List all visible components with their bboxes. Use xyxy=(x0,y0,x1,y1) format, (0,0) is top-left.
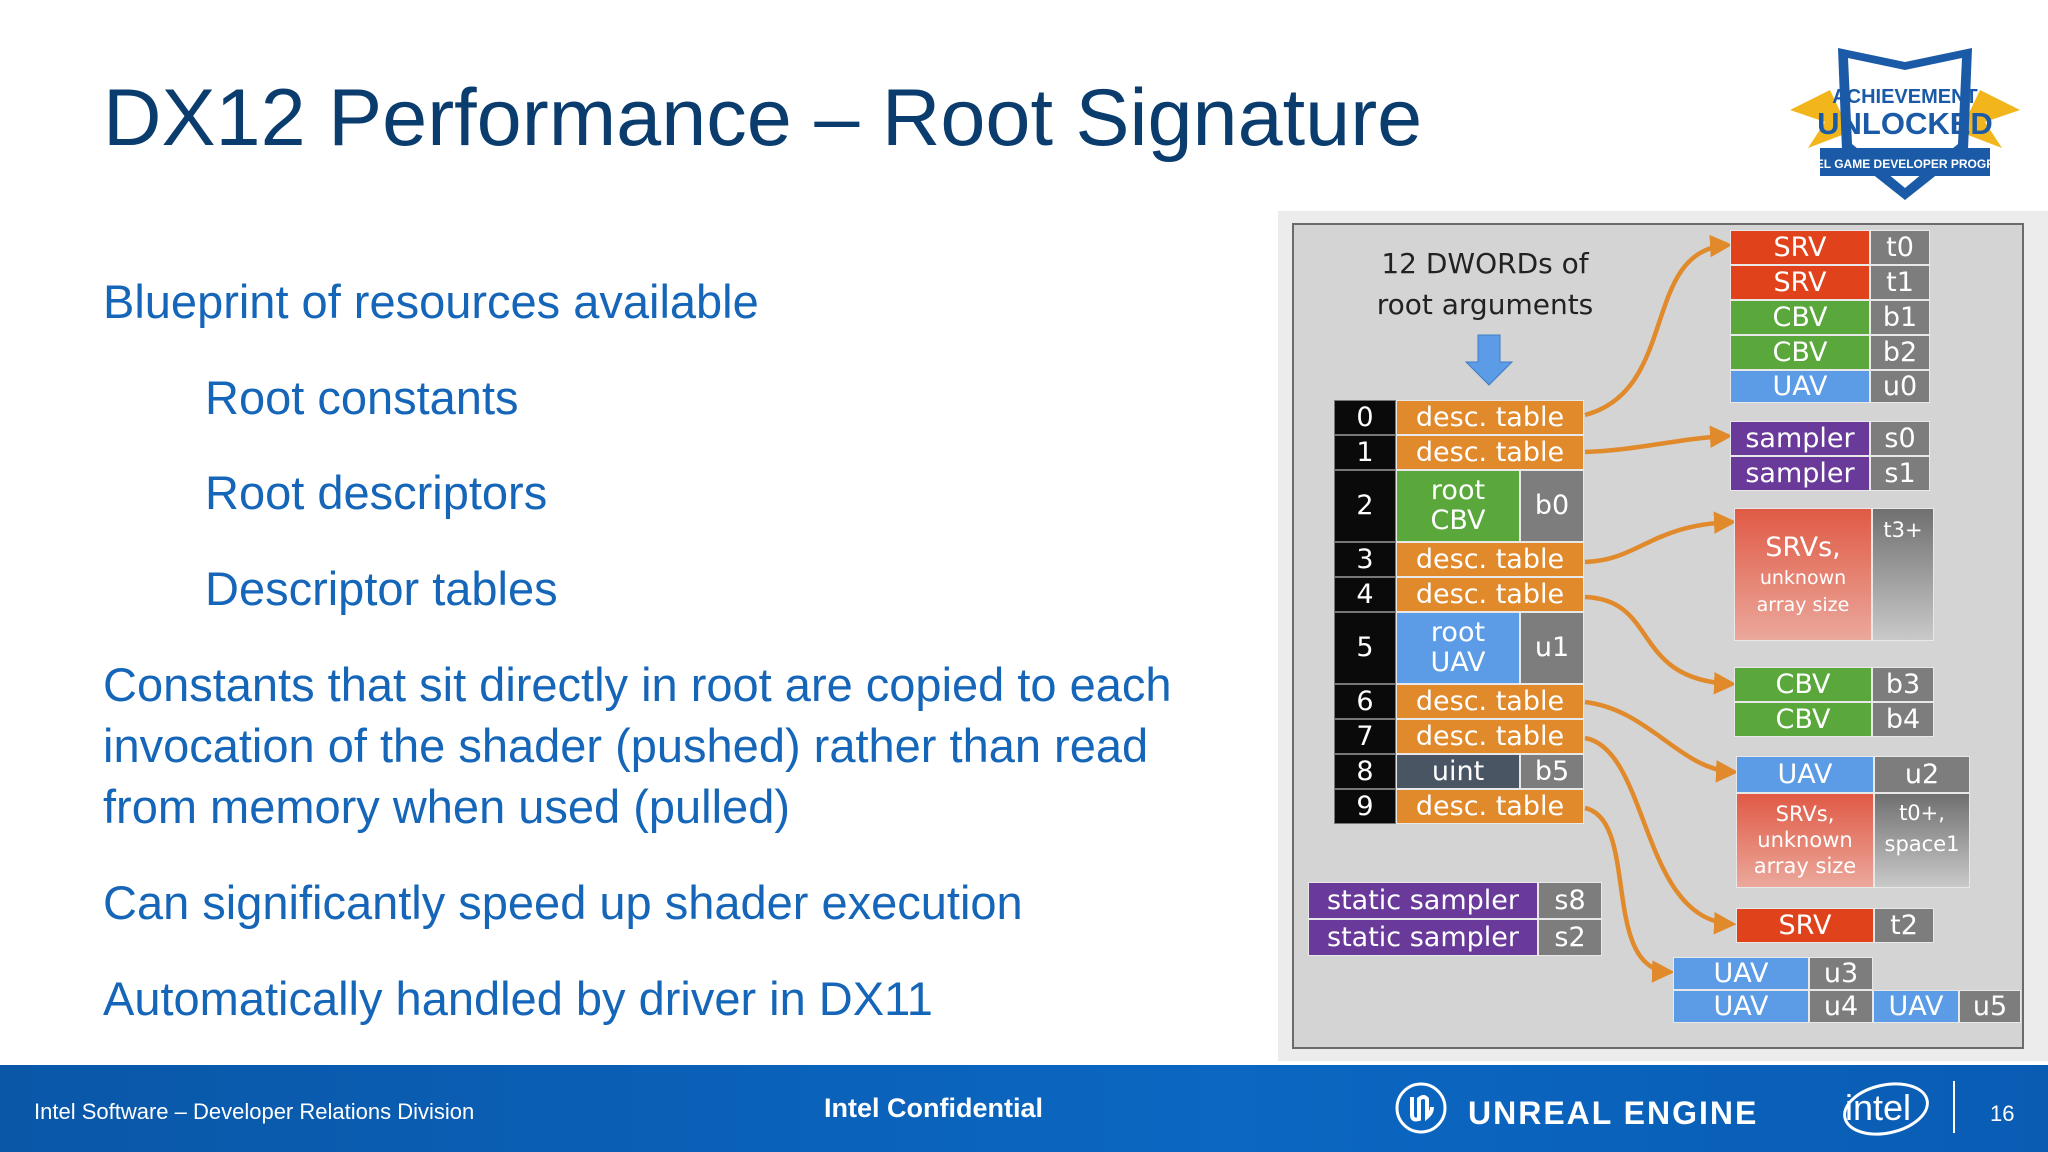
table-a-register: t1 xyxy=(1870,265,1930,300)
static-sampler-register: s2 xyxy=(1538,919,1602,956)
root-index: 8 xyxy=(1334,754,1396,789)
footer-bar: Intel Software – Developer Relations Div… xyxy=(0,1065,2048,1152)
table-g-uav: UAV xyxy=(1673,990,1809,1023)
root-index: 1 xyxy=(1334,435,1396,470)
static-sampler: static sampler xyxy=(1308,919,1538,956)
root-cbv: root CBV xyxy=(1396,470,1520,542)
root-desc-table: desc. table xyxy=(1396,435,1584,470)
table-c-sub: array size xyxy=(1756,594,1850,617)
bullet-item: Constants that sit directly in root are … xyxy=(103,658,1172,711)
table-e-reg-line: t0+, xyxy=(1899,801,1945,825)
root-desc-table: desc. table xyxy=(1396,577,1584,612)
footer-divider xyxy=(1953,1081,1955,1133)
table-c-sub: unknown xyxy=(1759,567,1847,590)
achievement-unlocked-logo: ACHIEVEMENT UNLOCKED INTEL GAME DEVELOPE… xyxy=(1790,48,2020,200)
root-index: 7 xyxy=(1334,719,1396,754)
root-uav-line: UAV xyxy=(1430,647,1486,678)
page-number: 16 xyxy=(1990,1101,2015,1126)
table-e-register: u2 xyxy=(1874,756,1970,793)
table-a-cbv: CBV xyxy=(1730,300,1870,335)
root-uav-register: u1 xyxy=(1520,612,1584,684)
table-c-register: t3+ xyxy=(1872,508,1934,641)
table-e-sub: array size xyxy=(1753,854,1857,879)
table-f-register: t2 xyxy=(1874,908,1934,943)
static-sampler-register: s8 xyxy=(1538,882,1602,919)
caption-line: 12 DWORDs of xyxy=(1381,247,1589,280)
bullet-item: Blueprint of resources available xyxy=(103,275,759,328)
root-cbv-register: b0 xyxy=(1520,470,1584,542)
table-e-sub: unknown xyxy=(1757,827,1853,852)
root-uav: root UAV xyxy=(1396,612,1520,684)
table-b-sampler: sampler xyxy=(1730,421,1870,456)
root-desc-table: desc. table xyxy=(1396,684,1584,719)
root-uav-line: root xyxy=(1430,617,1486,649)
root-desc-table: desc. table xyxy=(1396,400,1584,435)
table-e-srvs: SRVs, unknown array size xyxy=(1736,793,1874,888)
root-desc-table: desc. table xyxy=(1396,542,1584,577)
table-e-reg-line: space1 xyxy=(1884,832,1960,857)
unreal-engine-logo-icon xyxy=(1395,1082,1447,1134)
table-e-label: SRVs, xyxy=(1775,801,1835,826)
root-desc-table: desc. table xyxy=(1396,719,1584,754)
table-f-srv: SRV xyxy=(1736,908,1874,943)
footer-unreal-engine: UNREAL ENGINE xyxy=(1468,1095,1759,1131)
root-cbv-line: CBV xyxy=(1430,505,1486,536)
table-d-register: b3 xyxy=(1872,667,1934,702)
caption-line: root arguments xyxy=(1376,288,1594,321)
bullet-item: Root descriptors xyxy=(205,466,548,519)
logo-line1: ACHIEVEMENT xyxy=(1832,86,1978,108)
root-index: 6 xyxy=(1334,684,1396,719)
table-b-sampler: sampler xyxy=(1730,456,1870,491)
table-g-register: u5 xyxy=(1959,990,2021,1023)
table-g-uav: UAV xyxy=(1873,990,1959,1023)
intel-logo-icon xyxy=(1843,1082,1929,1136)
bullet-item: Descriptor tables xyxy=(205,562,558,615)
table-a-register: b1 xyxy=(1870,300,1930,335)
table-e-uav: UAV xyxy=(1736,756,1874,793)
table-a-uav: UAV xyxy=(1730,370,1870,403)
diagram-caption: 12 DWORDs of root arguments xyxy=(1355,243,1615,325)
root-uint: uint xyxy=(1396,754,1520,789)
table-a-register: u0 xyxy=(1870,370,1930,403)
table-c-label: SRVs, xyxy=(1765,531,1841,563)
bullet-item: Root constants xyxy=(205,371,519,424)
root-index: 0 xyxy=(1334,400,1396,435)
table-a-cbv: CBV xyxy=(1730,335,1870,370)
table-g-uav: UAV xyxy=(1673,957,1809,990)
table-d-cbv: CBV xyxy=(1734,667,1872,702)
table-a-register: t0 xyxy=(1870,230,1930,265)
slide-title: DX12 Performance – Root Signature xyxy=(103,73,1423,163)
footer-intel: intel xyxy=(1845,1087,1912,1128)
table-d-register: b4 xyxy=(1872,702,1934,737)
bullet-item: from memory when used (pulled) xyxy=(103,780,790,833)
root-cbv-line: root xyxy=(1430,475,1486,507)
table-g-register: u4 xyxy=(1809,990,1873,1023)
table-c-srvs: SRVs, unknown array size xyxy=(1734,508,1872,641)
table-d-cbv: CBV xyxy=(1734,702,1872,737)
table-b-register: s0 xyxy=(1870,421,1930,456)
footer-confidential: Intel Confidential xyxy=(824,1093,1043,1123)
logo-line3: INTEL GAME DEVELOPER PROGRAM xyxy=(1796,157,2013,171)
logo-line2: UNLOCKED xyxy=(1817,106,1993,141)
table-a-srv: SRV xyxy=(1730,265,1870,300)
bullet-item: Can significantly speed up shader execut… xyxy=(103,876,1023,929)
root-index: 4 xyxy=(1334,577,1396,612)
table-b-register: s1 xyxy=(1870,456,1930,491)
table-e-srvs-register: t0+, space1 xyxy=(1874,793,1970,888)
root-index: 9 xyxy=(1334,789,1396,824)
root-index: 3 xyxy=(1334,542,1396,577)
table-g-register: u3 xyxy=(1809,957,1873,990)
bullet-item: invocation of the shader (pushed) rather… xyxy=(103,719,1149,772)
root-index: 2 xyxy=(1334,470,1396,542)
root-index: 5 xyxy=(1334,612,1396,684)
table-a-srv: SRV xyxy=(1730,230,1870,265)
root-desc-table: desc. table xyxy=(1396,789,1584,824)
bullet-item: Automatically handled by driver in DX11 xyxy=(103,972,933,1025)
footer-division: Intel Software – Developer Relations Div… xyxy=(34,1099,475,1124)
static-sampler: static sampler xyxy=(1308,882,1538,919)
table-a-register: b2 xyxy=(1870,335,1930,370)
root-uint-register: b5 xyxy=(1520,754,1584,789)
